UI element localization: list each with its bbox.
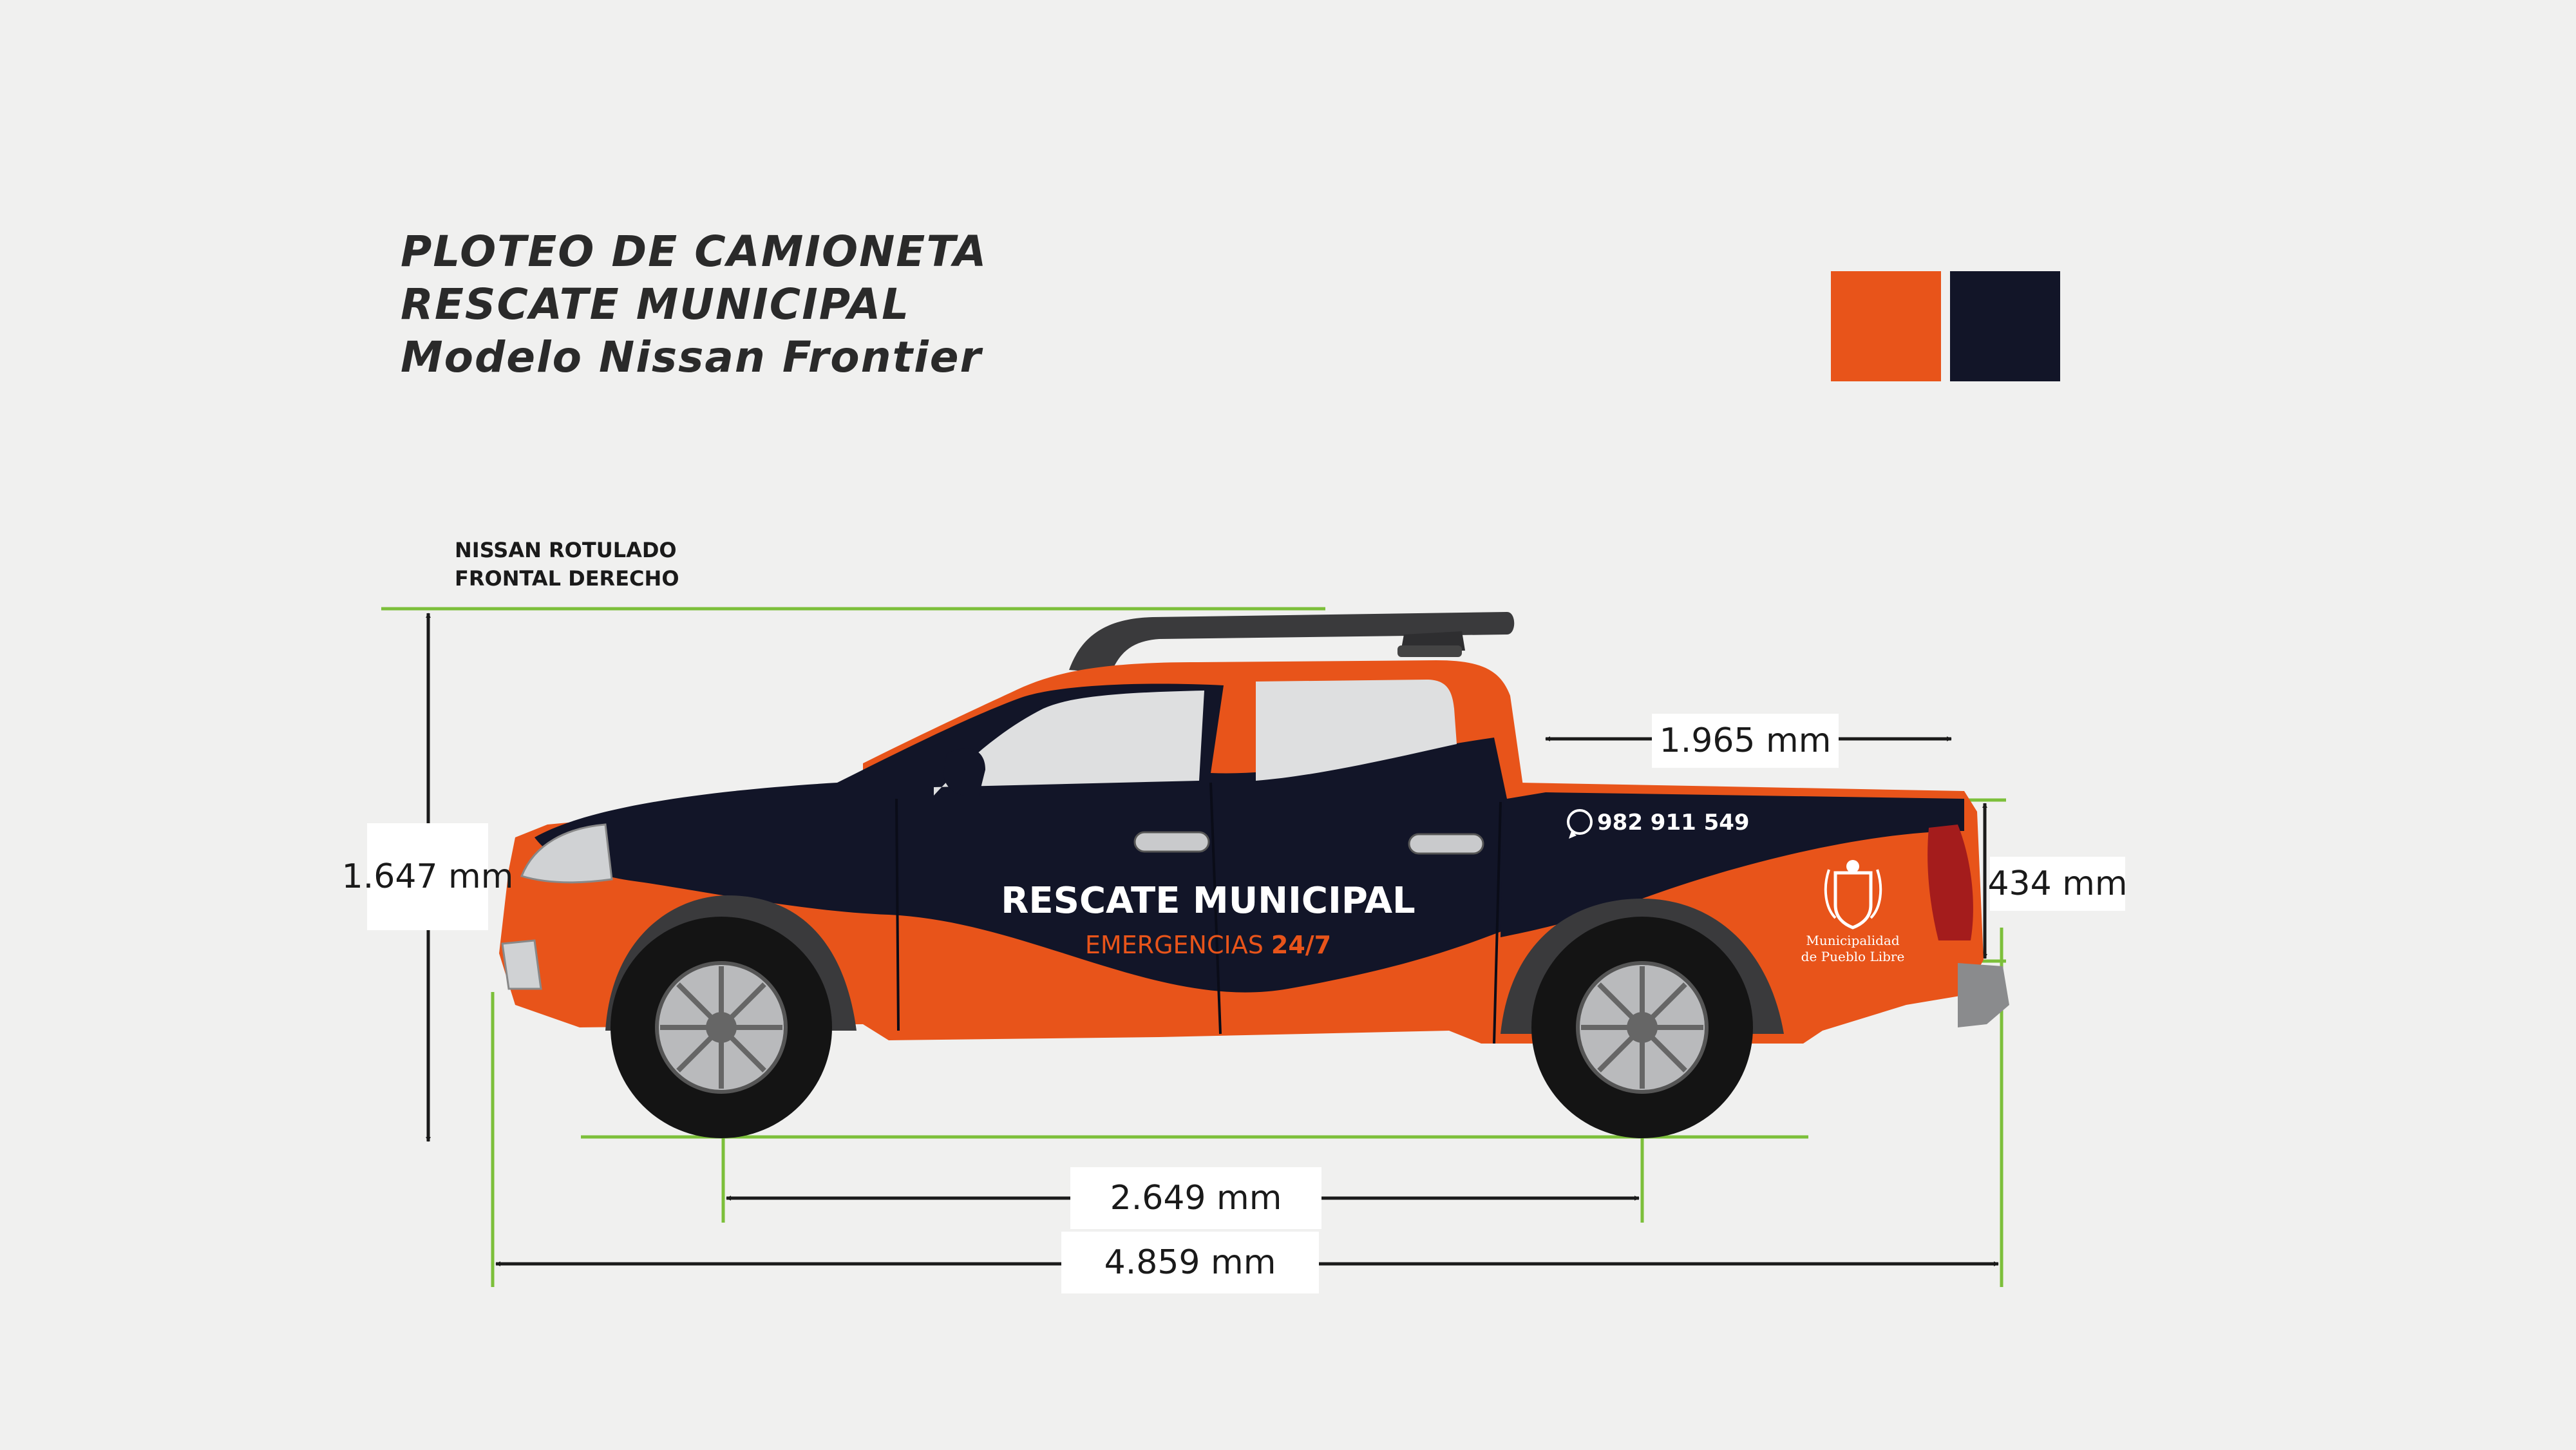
swatch-orange — [1831, 271, 1941, 381]
side-mirror — [943, 749, 985, 796]
logo-line-2: de Pueblo Libre — [1801, 949, 1905, 964]
logo-line-1: Municipalidad — [1806, 933, 1899, 948]
headlight — [520, 823, 613, 884]
wrap-tagline-prefix: EMERGENCIAS — [1085, 931, 1271, 959]
view-label-line-2: FRONTAL DERECHO — [455, 566, 679, 591]
body-navy-cab — [535, 683, 1964, 993]
whatsapp-icon — [1567, 809, 1593, 839]
wrap-tagline-accent: 24/7 — [1271, 931, 1331, 959]
door-handle-rear — [1408, 833, 1484, 855]
phone-number: 982 911 549 — [1597, 810, 1750, 835]
view-label: NISSAN ROTULADO FRONTAL DERECHO — [455, 536, 679, 593]
rear-window — [1256, 680, 1457, 781]
swatch-navy — [1950, 271, 2060, 381]
view-label-line-1: NISSAN ROTULADO — [455, 538, 677, 562]
title-line-3: Modelo Nissan Frontier — [401, 332, 983, 382]
height-dimension: 1.647 mm — [342, 823, 513, 930]
wrap-brand: RESCATE MUNICIPAL — [1001, 880, 1416, 922]
tail-light — [1927, 825, 1973, 940]
municipal-logo — [1824, 860, 1882, 930]
rear-bumper — [1958, 963, 2009, 1027]
overall-length-dimension: 4.859 mm — [1061, 1232, 1319, 1293]
roll-bar — [1069, 612, 1515, 673]
truck — [499, 612, 2009, 1138]
title-block: PLOTEO DE CAMIONETA RESCATE MUNICIPAL Mo… — [401, 225, 987, 384]
title-line-2: RESCATE MUNICIPAL — [401, 280, 911, 329]
wrap-tagline: EMERGENCIAS 24/7 — [1085, 931, 1331, 959]
title-line-1: PLOTEO DE CAMIONETA — [401, 227, 988, 276]
wheel-spokes — [660, 966, 1703, 1089]
front-window — [934, 691, 1204, 796]
door-handle-front — [1133, 831, 1210, 853]
bed-height-dimension: 434 mm — [1987, 857, 2128, 911]
wheelbase-dimension: 2.649 mm — [1070, 1167, 1321, 1229]
fog-light — [501, 939, 542, 990]
bed-length-dimension: 1.965 mm — [1652, 714, 1839, 768]
